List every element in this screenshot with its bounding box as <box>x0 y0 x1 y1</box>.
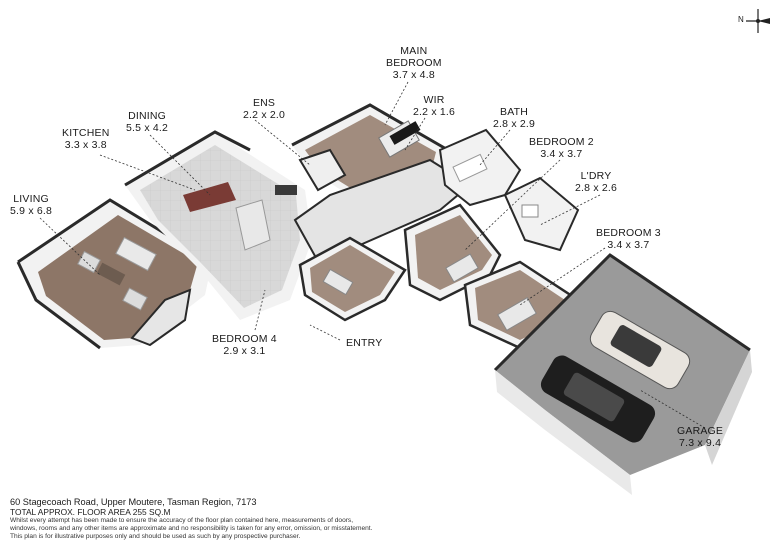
dining-label: DINING 5.5 x 4.2 <box>126 110 168 134</box>
living-room-shape <box>16 198 213 350</box>
main-bedroom-dims: 3.7 x 4.8 <box>392 69 435 81</box>
garage-dims: 7.3 x 9.4 <box>679 437 722 449</box>
bath-dims: 2.8 x 2.9 <box>493 118 536 130</box>
garage-label: GARAGE 7.3 x 9.4 <box>677 425 723 449</box>
ens-dims: 2.2 x 2.0 <box>243 109 286 121</box>
bath-label: BATH 2.8 x 2.9 <box>493 106 535 130</box>
dining-name: DINING <box>128 110 167 122</box>
bedroom-4-dims: 2.9 x 3.1 <box>223 345 266 357</box>
total-floor-area: TOTAL APPROX. FLOOR AREA 255 SQ.M <box>10 507 171 517</box>
main-bedroom-name-line2: BEDROOM <box>386 57 442 69</box>
living-label: LIVING 5.9 x 6.8 <box>10 193 52 217</box>
disclaimer-line-1: Whilst every attempt has been made to en… <box>10 517 354 524</box>
silver-car <box>589 310 691 390</box>
living-dims: 5.9 x 6.8 <box>10 205 53 217</box>
bedroom-2-label: BEDROOM 2 3.4 x 3.7 <box>529 136 594 160</box>
living-name: LIVING <box>13 193 49 205</box>
laundry-dims: 2.8 x 2.6 <box>575 182 618 194</box>
ens-label: ENS 2.2 x 2.0 <box>243 97 285 121</box>
bedroom-3-label: BEDROOM 3 3.4 x 3.7 <box>596 227 661 251</box>
kitchen-dining-shape <box>124 130 312 320</box>
wir-dims: 2.2 x 1.6 <box>413 106 456 118</box>
main-bedroom-label: MAIN BEDROOM 3.7 x 4.8 <box>386 45 442 81</box>
bedroom-4-name: BEDROOM 4 <box>212 333 277 345</box>
property-address: 60 Stagecoach Road, Upper Moutere, Tasma… <box>10 497 257 507</box>
bedroom-2-dims: 3.4 x 3.7 <box>540 148 583 160</box>
dining-dims: 5.5 x 4.2 <box>126 122 169 134</box>
laundry-name: L'DRY <box>580 170 612 182</box>
garage-name: GARAGE <box>677 425 724 437</box>
black-car <box>540 355 656 443</box>
footer: 60 Stagecoach Road, Upper Moutere, Tasma… <box>10 497 372 541</box>
bedroom-2-shape <box>403 203 502 302</box>
bedroom-4-shape <box>298 236 407 322</box>
compass-icon: N <box>738 4 774 38</box>
disclaimer-line-2: windows, rooms and any other items are a… <box>10 525 373 532</box>
bath-name: BATH <box>500 106 529 118</box>
compass-north-label: N <box>738 15 744 24</box>
bedroom-2-name: BEDROOM 2 <box>529 136 594 148</box>
garage-shape <box>493 253 752 495</box>
laundry-label: L'DRY 2.8 x 2.6 <box>575 170 617 194</box>
bedroom-3-name: BEDROOM 3 <box>596 227 661 239</box>
wir-name: WIR <box>423 94 445 106</box>
laundry-shape <box>503 176 580 252</box>
bath-shape <box>438 128 522 207</box>
entry-label: ENTRY <box>346 337 382 349</box>
entry-name: ENTRY <box>346 337 383 349</box>
kitchen-label: KITCHEN 3.3 x 3.8 <box>62 127 110 151</box>
main-bedroom-name-line1: MAIN <box>400 45 428 57</box>
kitchen-name: KITCHEN <box>62 127 110 139</box>
bedroom-4-label: BEDROOM 4 2.9 x 3.1 <box>212 333 277 357</box>
bedroom-3-dims: 3.4 x 3.7 <box>607 239 650 251</box>
ens-name: ENS <box>252 97 276 109</box>
kitchen-dims: 3.3 x 3.8 <box>64 139 107 151</box>
wir-label: WIR 2.2 x 1.6 <box>413 94 455 118</box>
disclaimer-line-3: This plan is for illustrative purposes o… <box>10 533 301 540</box>
label-leader-lines <box>39 81 706 429</box>
